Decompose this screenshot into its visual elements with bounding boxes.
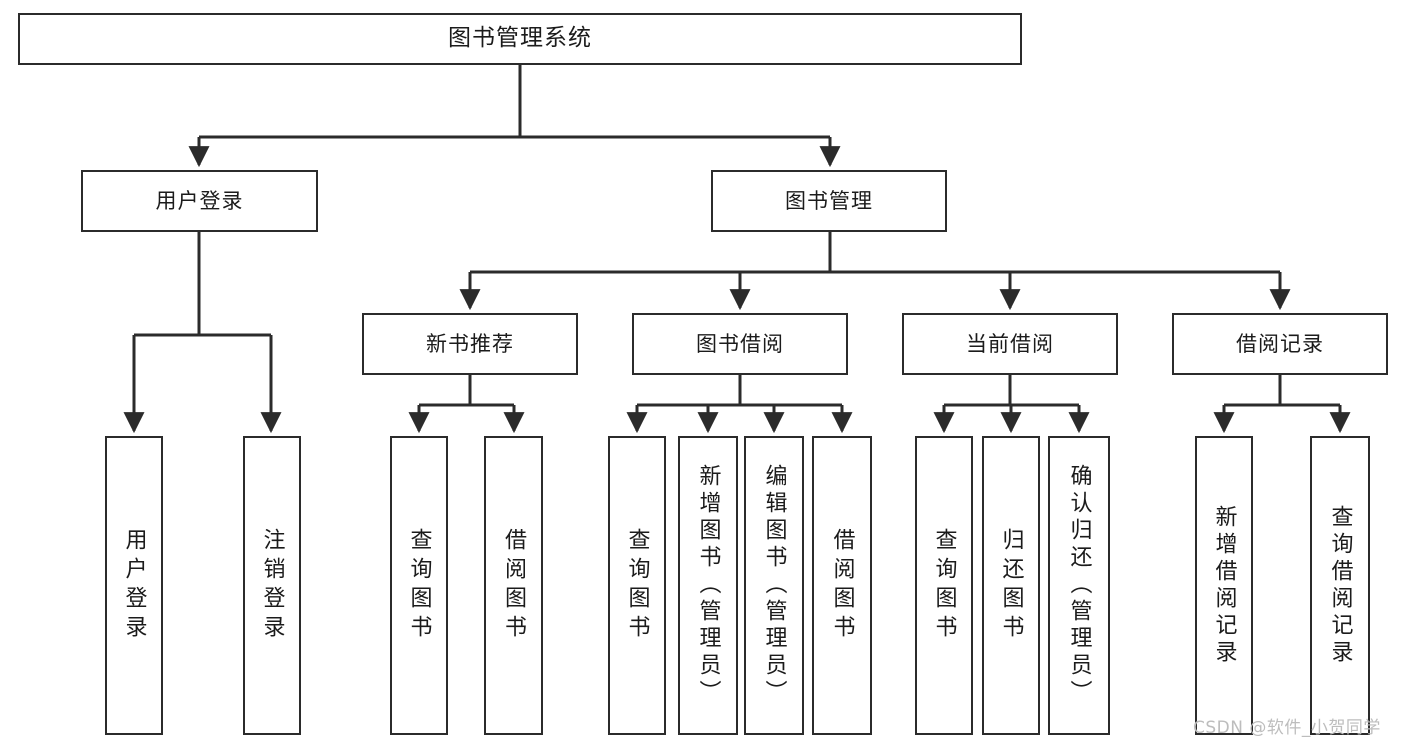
- leaf-query-borrow-record[interactable]: 查询借阅记录: [1310, 436, 1370, 735]
- leaf-user-login-label: 用户登录: [121, 527, 147, 644]
- node-new-book-recommend-label: 新书推荐: [426, 331, 514, 356]
- leaf-query-book-borrow-label: 查询图书: [624, 527, 650, 644]
- leaf-edit-book-admin-label: 编辑图书（管理员）: [761, 464, 787, 707]
- leaf-query-borrow-record-label: 查询借阅记录: [1327, 504, 1353, 667]
- leaf-add-borrow-record-label: 新增借阅记录: [1211, 504, 1237, 667]
- leaf-return-book-label: 归还图书: [998, 527, 1024, 644]
- node-book-borrow-label: 图书借阅: [696, 331, 784, 356]
- leaf-query-book-current-label: 查询图书: [931, 527, 957, 644]
- leaf-borrow-book[interactable]: 借阅图书: [812, 436, 872, 735]
- leaf-add-book-admin[interactable]: 新增图书（管理员）: [678, 436, 738, 735]
- leaf-query-book-recommend[interactable]: 查询图书: [390, 436, 448, 735]
- leaf-user-login[interactable]: 用户登录: [105, 436, 163, 735]
- node-new-book-recommend[interactable]: 新书推荐: [362, 313, 578, 375]
- leaf-query-book-recommend-label: 查询图书: [406, 527, 432, 644]
- node-borrow-record[interactable]: 借阅记录: [1172, 313, 1388, 375]
- node-book-manage-label: 图书管理: [785, 188, 873, 213]
- leaf-borrow-book-label: 借阅图书: [829, 527, 855, 644]
- leaf-logout-label: 注销登录: [259, 527, 285, 644]
- leaf-confirm-return-admin-label: 确认归还（管理员）: [1066, 464, 1092, 707]
- leaf-add-borrow-record[interactable]: 新增借阅记录: [1195, 436, 1253, 735]
- leaf-borrow-book-recommend[interactable]: 借阅图书: [484, 436, 543, 735]
- node-borrow-record-label: 借阅记录: [1236, 331, 1324, 356]
- leaf-edit-book-admin[interactable]: 编辑图书（管理员）: [744, 436, 804, 735]
- leaf-borrow-book-recommend-label: 借阅图书: [501, 527, 527, 644]
- leaf-query-book-current[interactable]: 查询图书: [915, 436, 973, 735]
- leaf-confirm-return-admin[interactable]: 确认归还（管理员）: [1048, 436, 1110, 735]
- leaf-logout[interactable]: 注销登录: [243, 436, 301, 735]
- leaf-return-book[interactable]: 归还图书: [982, 436, 1040, 735]
- node-current-borrow[interactable]: 当前借阅: [902, 313, 1118, 375]
- node-current-borrow-label: 当前借阅: [966, 331, 1054, 356]
- node-book-manage[interactable]: 图书管理: [711, 170, 947, 232]
- node-user-login-label: 用户登录: [155, 188, 244, 213]
- leaf-add-book-admin-label: 新增图书（管理员）: [695, 464, 721, 707]
- node-user-login[interactable]: 用户登录: [81, 170, 318, 232]
- node-root-system[interactable]: 图书管理系统: [18, 13, 1022, 65]
- node-root-label: 图书管理系统: [448, 25, 592, 52]
- node-book-borrow[interactable]: 图书借阅: [632, 313, 848, 375]
- leaf-query-book-borrow[interactable]: 查询图书: [608, 436, 666, 735]
